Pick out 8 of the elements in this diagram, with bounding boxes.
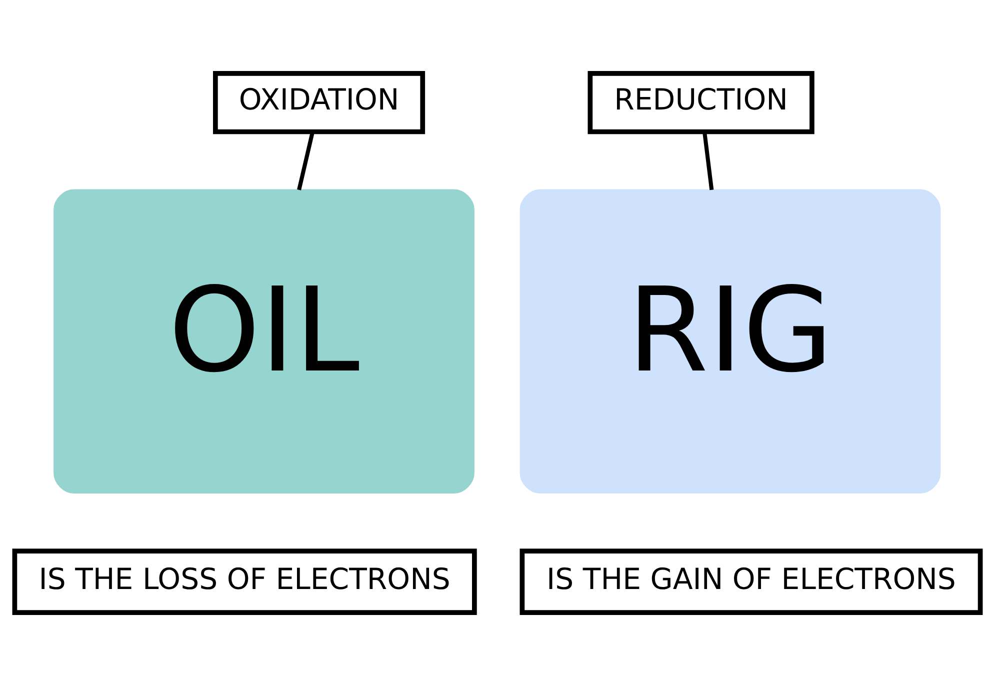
node-box: IS THE GAIN OF ELECTRONS [520, 548, 983, 615]
node-box: RIG [520, 189, 941, 494]
node-box: OXIDATION [213, 71, 426, 134]
connector [297, 132, 314, 190]
node-box: IS THE LOSS OF ELECTRONS [12, 548, 477, 615]
node-box: REDUCTION [588, 71, 814, 134]
connector [702, 132, 714, 190]
node-box: OIL [54, 189, 474, 494]
